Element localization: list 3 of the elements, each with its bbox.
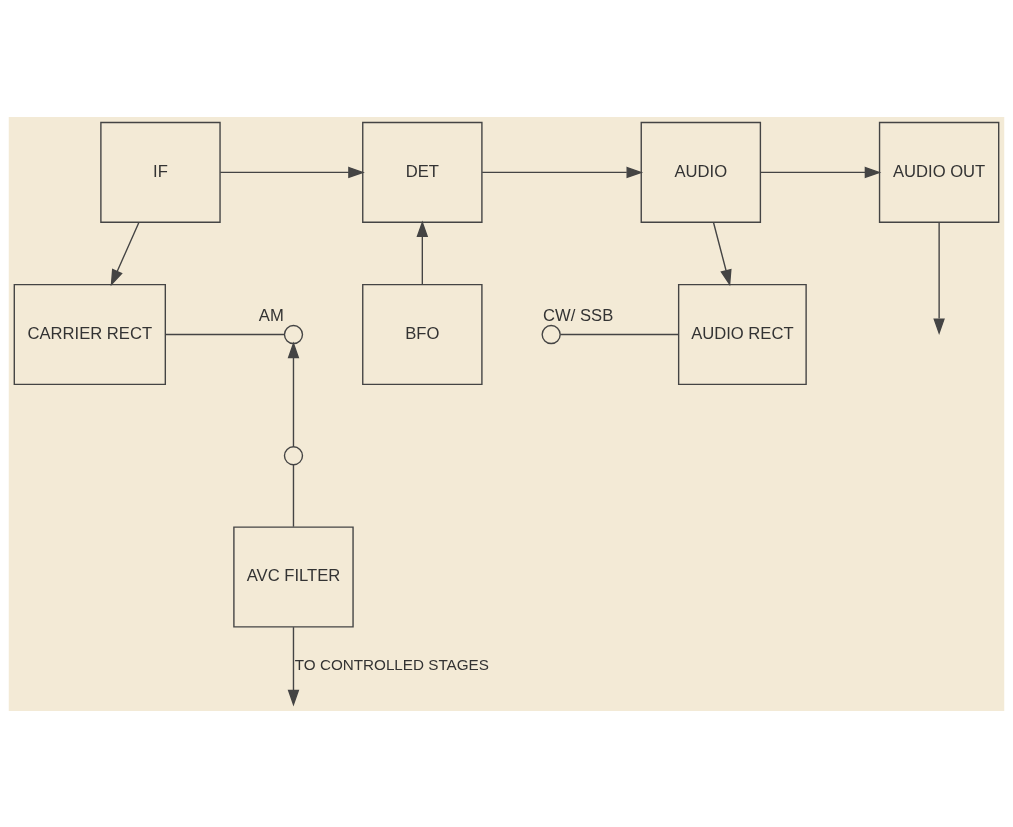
node-label: CW/ SSB xyxy=(543,305,614,325)
node-label: AM xyxy=(258,305,284,325)
edge-label: TO CONTROLLED STAGES xyxy=(294,655,489,673)
